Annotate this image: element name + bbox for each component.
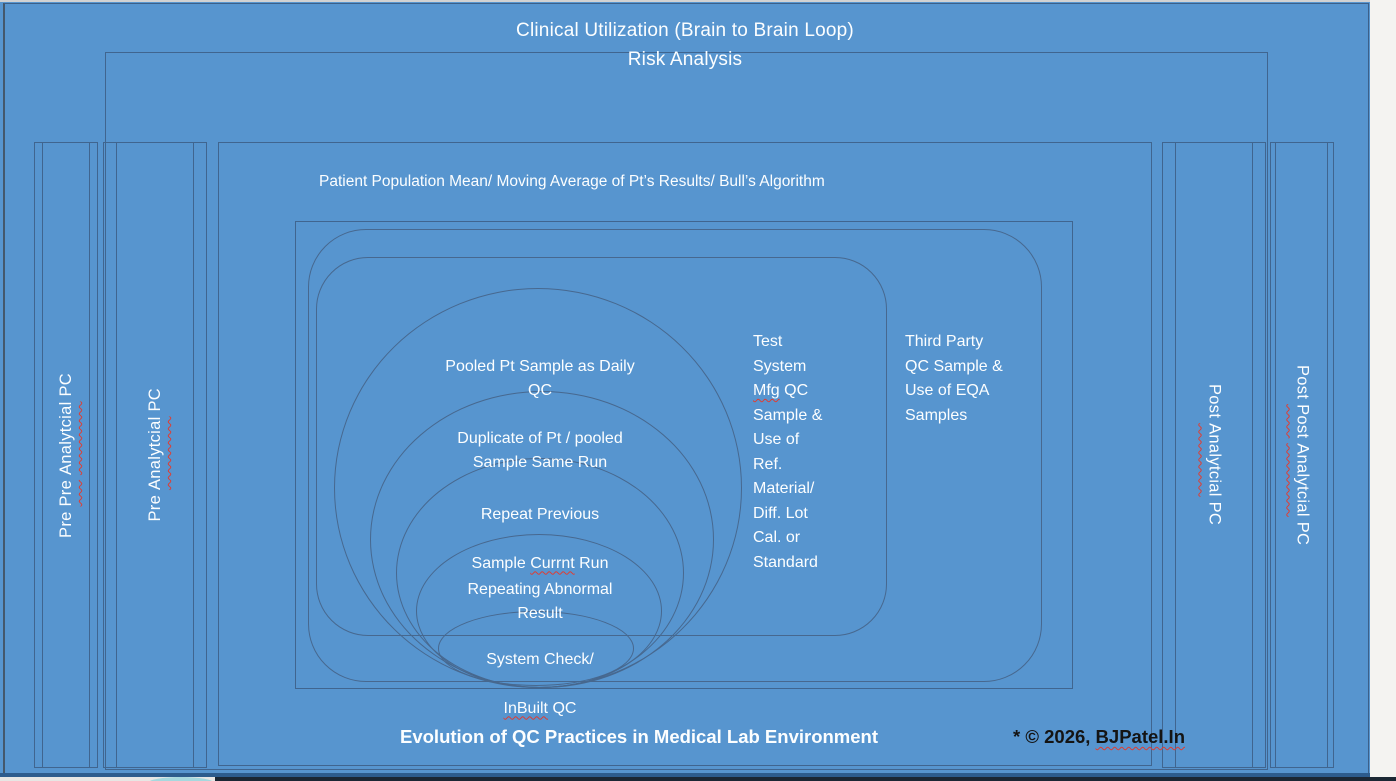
diagram-slide: Clinical Utilization (Brain to Brain Loo… xyxy=(0,2,1370,777)
test-system-label: Test System Mfg QC Sample & Use of Ref. … xyxy=(753,333,823,571)
window-top-strip xyxy=(0,0,1370,2)
ellipse-repeating-abnormal xyxy=(416,534,662,688)
footer-brand: BJPatel.In xyxy=(1095,726,1185,747)
rounded-ring-outer xyxy=(308,229,1042,682)
taskbar-strip xyxy=(0,777,1396,781)
qc-methods-outer-box xyxy=(295,221,1073,689)
clinical-utilization-title: Clinical Utilization (Brain to Brain Loo… xyxy=(516,20,854,41)
label-repeat-previous: Repeat Previous Sample Currnt Run xyxy=(471,505,609,572)
taskbar-teal-icon xyxy=(148,777,214,781)
ellipse-system-check xyxy=(438,611,634,686)
patient-population-title: Patient Population Mean/ Moving Average … xyxy=(319,173,825,190)
bar-pre-pre-analytical: Pre Pre Analytcial PC xyxy=(34,142,98,768)
label-system-check: System Check/ InBuilt QC xyxy=(486,650,594,717)
footer-title: Evolution of QC Practices in Medical Lab… xyxy=(400,726,879,747)
bar-pre-analytical-label: Pre Analytcial PC xyxy=(145,388,164,522)
taskbar-dark-segment xyxy=(215,777,1396,781)
risk-analysis-title: Risk Analysis xyxy=(627,49,743,70)
patient-population-box: Patient Population Mean/ Moving Average … xyxy=(218,142,1152,766)
slide-bottom-edge xyxy=(0,773,1370,777)
taskbar-gray-segment xyxy=(0,777,215,781)
third-party-label: Third Party QC Sample & Use of EQA Sampl… xyxy=(905,333,1003,424)
bar-post-analytical: Post Analytcial PC xyxy=(1162,142,1266,768)
bar-inner-rect xyxy=(42,143,90,767)
bar-inner-rect xyxy=(1175,143,1253,767)
footer-copyright: * © 2026, BJPatel.In xyxy=(1013,726,1185,747)
risk-analysis-box xyxy=(105,52,1268,770)
bar-pre-analytical: Pre Analytcial PC xyxy=(103,142,207,768)
bar-post-post-analytical-label: Post Post Analytcial PC xyxy=(1293,364,1312,546)
bar-post-analytical-label: Post Analytcial PC xyxy=(1205,384,1224,526)
bar-pre-pre-analytical-label: Pre Pre Analytcial PC xyxy=(56,372,75,538)
bar-inner-rect xyxy=(1275,143,1328,767)
bar-inner-rect xyxy=(116,143,194,767)
bar-post-post-analytical: Post Post Analytcial PC xyxy=(1270,142,1334,768)
